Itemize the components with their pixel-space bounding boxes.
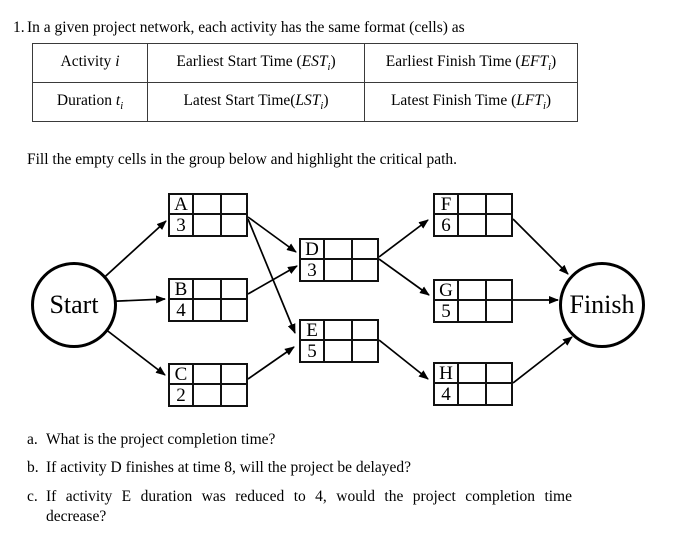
empty-cell bbox=[194, 280, 222, 300]
arrow-D-F bbox=[378, 219, 429, 258]
empty-cell bbox=[222, 385, 246, 405]
cell-duration: Duration ti bbox=[32, 82, 148, 122]
empty-cell bbox=[487, 384, 511, 404]
empty-cell bbox=[487, 364, 511, 384]
activity-duration: 5 bbox=[435, 301, 459, 321]
empty-cell bbox=[487, 215, 511, 235]
empty-cell bbox=[194, 195, 222, 215]
empty-cell bbox=[353, 321, 377, 341]
question-label: b. bbox=[27, 459, 39, 476]
activity-letter: C bbox=[170, 365, 194, 385]
activity-letter: F bbox=[435, 195, 459, 215]
activity-duration: 4 bbox=[170, 300, 194, 320]
empty-cell bbox=[194, 365, 222, 385]
empty-cell bbox=[194, 215, 222, 235]
activity-duration: 6 bbox=[435, 215, 459, 235]
activity-letter: B bbox=[170, 280, 194, 300]
question-b: b. If activity D finishes at time 8, wil… bbox=[27, 458, 411, 478]
question-label: a. bbox=[27, 431, 38, 448]
question-text: If activity D finishes at time 8, will t… bbox=[46, 459, 411, 476]
empty-cell bbox=[353, 240, 377, 260]
table-row: Activity i Earliest Start Time (ESTi) Ea… bbox=[32, 43, 578, 83]
activity-format-table: Activity i Earliest Start Time (ESTi) Ea… bbox=[32, 43, 578, 122]
finish-node: Finish bbox=[559, 262, 645, 348]
activity-duration: 3 bbox=[301, 260, 325, 280]
question-text-line-1: If activity E duration was reduced to 4,… bbox=[46, 488, 572, 505]
empty-cell bbox=[222, 280, 246, 300]
empty-cell bbox=[459, 281, 487, 301]
empty-cell bbox=[325, 321, 353, 341]
activity-duration: 5 bbox=[301, 341, 325, 361]
empty-cell bbox=[459, 364, 487, 384]
empty-cell bbox=[194, 385, 222, 405]
activity-letter: D bbox=[301, 240, 325, 260]
problem-intro-text: In a given project network, each activit… bbox=[27, 19, 465, 36]
activity-duration: 2 bbox=[170, 385, 194, 405]
empty-cell bbox=[459, 195, 487, 215]
activity-duration: 4 bbox=[435, 384, 459, 404]
empty-cell bbox=[222, 365, 246, 385]
empty-cell bbox=[325, 341, 353, 361]
empty-cell bbox=[459, 384, 487, 404]
empty-cell bbox=[353, 341, 377, 361]
empty-cell bbox=[222, 215, 246, 235]
arrow-H-Finish bbox=[512, 336, 573, 384]
activity-duration: 3 bbox=[170, 215, 194, 235]
empty-cell bbox=[487, 301, 511, 321]
cell-latest-finish: Latest Finish Time (LFTi) bbox=[364, 82, 578, 122]
instruction-text: Fill the empty cells in the group below … bbox=[27, 151, 458, 168]
empty-cell bbox=[487, 281, 511, 301]
empty-cell bbox=[487, 195, 511, 215]
question-text: If activity E duration was reduced to 4,… bbox=[46, 487, 572, 527]
question-c: c. If activity E duration was reduced to… bbox=[27, 487, 572, 527]
cell-activity: Activity i bbox=[32, 43, 148, 83]
question-label: c. bbox=[27, 488, 38, 505]
arrow-A-E bbox=[247, 218, 296, 334]
activity-letter: H bbox=[435, 364, 459, 384]
activity-letter: E bbox=[301, 321, 325, 341]
question-text-line-2: decrease? bbox=[46, 508, 107, 525]
empty-cell bbox=[222, 300, 246, 320]
question-a: a. What is the project completion time? bbox=[27, 430, 275, 450]
cell-earliest-finish: Earliest Finish Time (EFTi) bbox=[364, 43, 578, 83]
finish-label: Finish bbox=[569, 290, 635, 319]
empty-cell bbox=[325, 260, 353, 280]
empty-cell bbox=[459, 301, 487, 321]
activity-letter: A bbox=[170, 195, 194, 215]
cell-latest-start: Latest Start Time(LSTi) bbox=[147, 82, 365, 122]
cell-earliest-start: Earliest Start Time (ESTi) bbox=[147, 43, 365, 83]
question-text: What is the project completion time? bbox=[46, 431, 276, 448]
empty-cell bbox=[459, 215, 487, 235]
activity-letter: G bbox=[435, 281, 459, 301]
empty-cell bbox=[325, 240, 353, 260]
empty-cell bbox=[194, 300, 222, 320]
empty-cell bbox=[353, 260, 377, 280]
table-row: Duration ti Latest Start Time(LSTi) Late… bbox=[32, 82, 578, 122]
arrow-C-E bbox=[247, 346, 295, 380]
problem-statement: 1. In a given project network, each acti… bbox=[13, 18, 465, 38]
start-node: Start bbox=[31, 262, 117, 348]
arrow-D-G bbox=[378, 258, 430, 296]
problem-number: 1. bbox=[13, 19, 25, 36]
arrow-B-D bbox=[247, 265, 298, 295]
empty-cell bbox=[222, 195, 246, 215]
arrow-E-H bbox=[378, 339, 429, 380]
arrow-F-Finish bbox=[512, 218, 569, 275]
start-label: Start bbox=[49, 290, 99, 319]
arrow-A-D bbox=[247, 216, 297, 253]
